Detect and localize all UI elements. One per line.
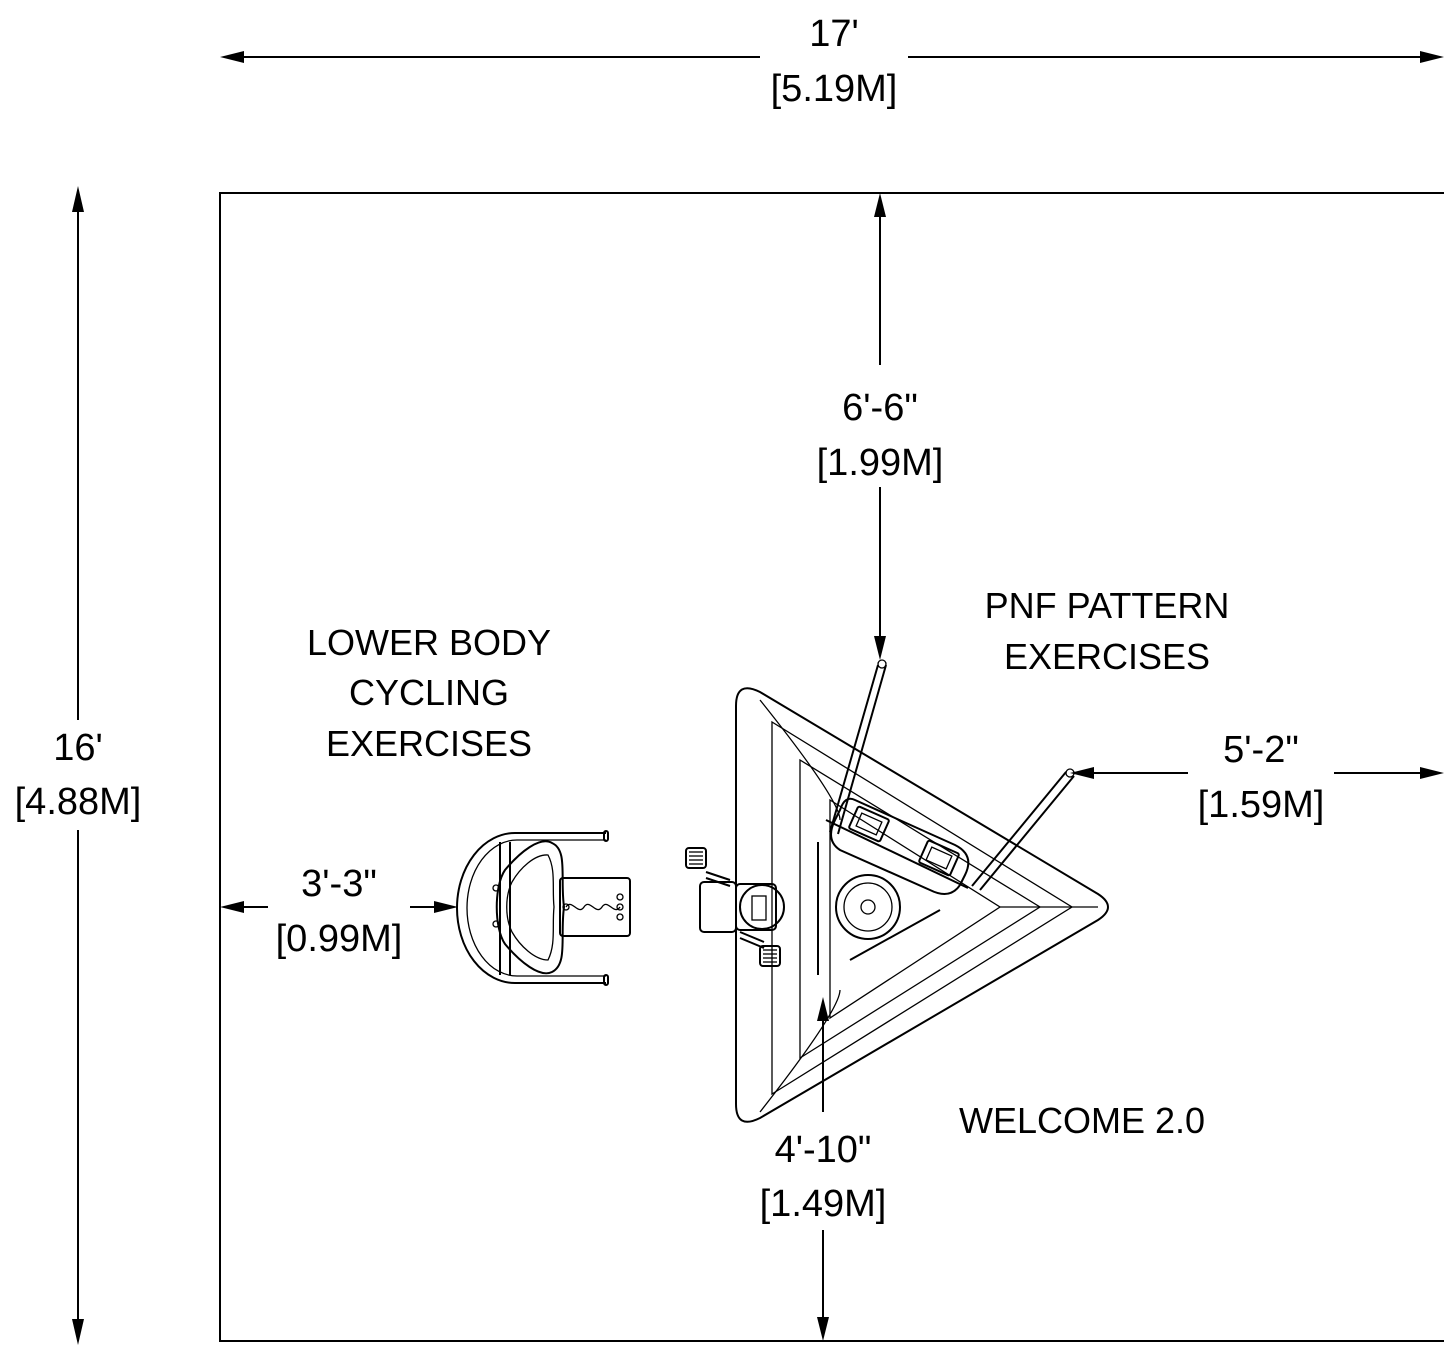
dim-width-ft: 17' <box>809 13 859 55</box>
dimension-overall-depth: 16' [4.88M] <box>15 186 142 1345</box>
lower-body-label: LOWER BODY CYCLING EXERCISES <box>307 622 551 764</box>
dim-depth-m: [4.88M] <box>15 781 142 823</box>
dim-width-m: [5.19M] <box>771 68 898 110</box>
pnf-label: PNF PATTERN EXERCISES <box>985 585 1230 677</box>
dim-bottom-m: [1.49M] <box>760 1183 887 1225</box>
lower-body-line-2: CYCLING <box>349 672 509 713</box>
dim-bottom-ft: 4'-10" <box>775 1129 872 1171</box>
dimension-top-clearance: 6'-6" [1.99M] <box>817 193 944 660</box>
dim-left-m: [0.99M] <box>276 918 403 960</box>
pnf-line-2: EXERCISES <box>1004 636 1210 677</box>
product-label: WELCOME 2.0 <box>959 1100 1205 1141</box>
seat-drawing <box>456 830 631 986</box>
triangle-base-drawing <box>735 659 1109 1123</box>
lower-body-line-3: EXERCISES <box>326 723 532 764</box>
dim-left-ft: 3'-3" <box>301 863 377 905</box>
dim-top-m: [1.99M] <box>817 442 944 484</box>
dim-right-m: [1.59M] <box>1198 784 1325 826</box>
room-outline <box>219 192 1444 1342</box>
dimension-left-clearance: 3'-3" [0.99M] <box>220 863 458 960</box>
dimension-bottom-clearance: 4'-10" [1.49M] <box>760 997 887 1341</box>
dimension-right-clearance: 5'-2" [1.59M] <box>1070 729 1444 826</box>
dim-depth-ft: 16' <box>53 727 103 769</box>
dimension-overall-width: 17' [5.19M] <box>220 13 1444 110</box>
pnf-line-1: PNF PATTERN <box>985 585 1230 626</box>
dim-top-ft: 6'-6" <box>842 387 918 429</box>
lower-body-line-1: LOWER BODY <box>307 622 551 663</box>
dim-right-ft: 5'-2" <box>1223 729 1299 771</box>
